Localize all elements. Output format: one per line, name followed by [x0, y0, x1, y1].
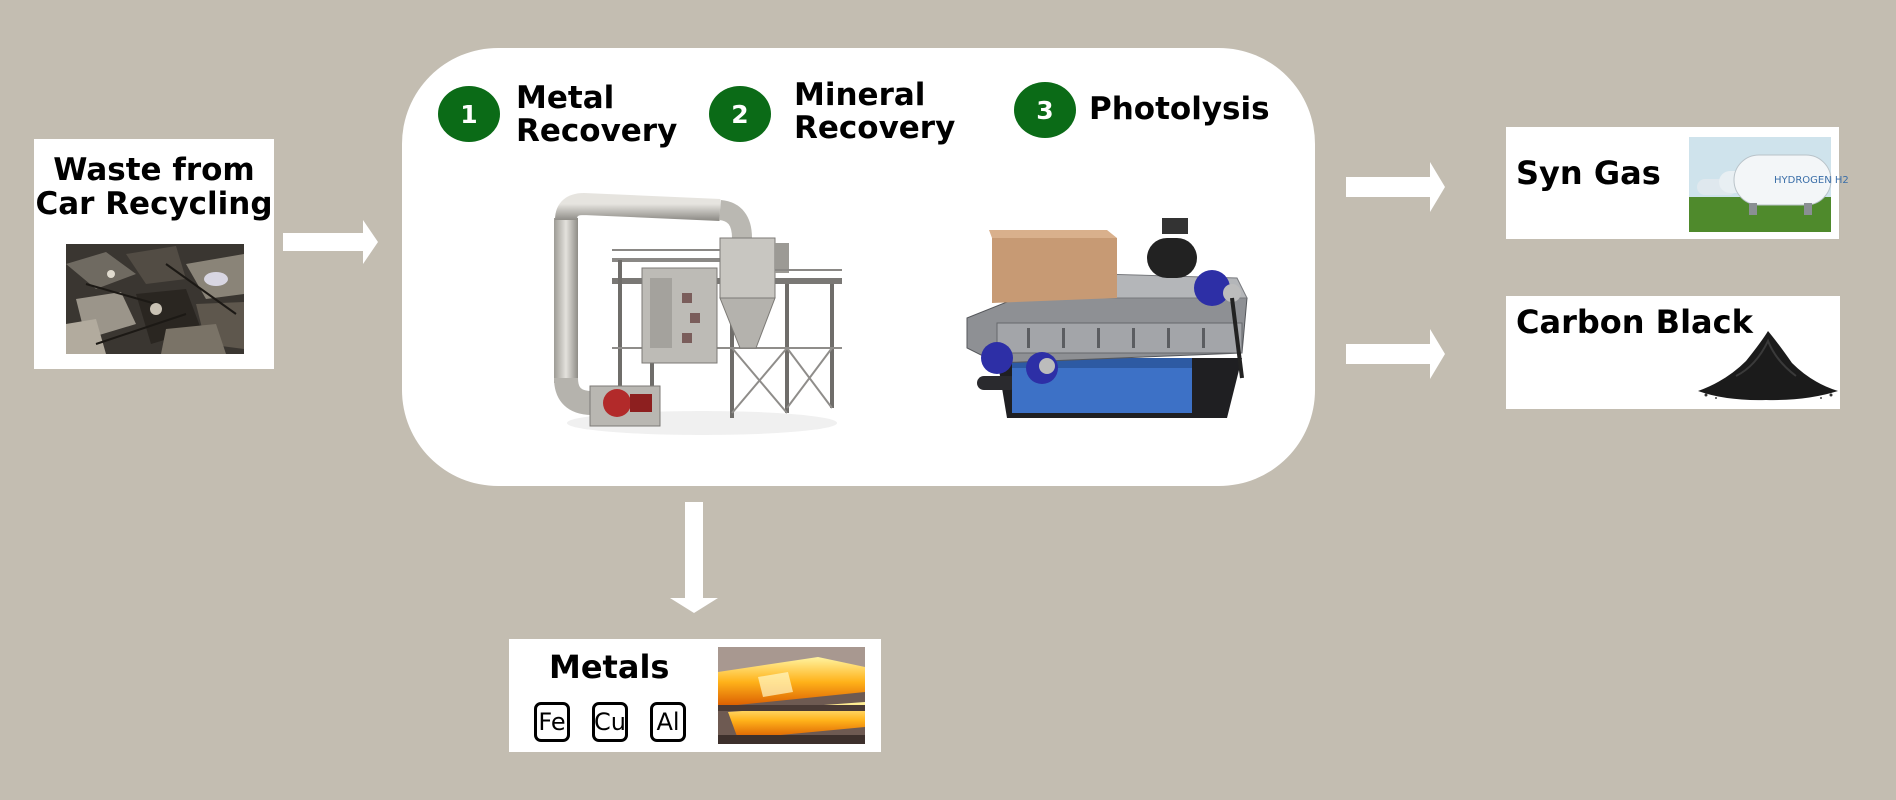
molten-metal-image	[718, 647, 865, 744]
carbon-black-label: Carbon Black	[1516, 303, 1753, 341]
waste-title-line1: Waste from	[53, 152, 255, 188]
step-1-line1: Metal	[516, 80, 615, 116]
step-3-badge: 3	[1014, 82, 1076, 138]
fe-element-icon: Fe	[534, 702, 570, 742]
step-1-line2: Recovery	[516, 113, 678, 149]
carbon-black-output-box: Carbon Black	[1506, 296, 1840, 409]
step-2-line2: Recovery	[794, 110, 956, 146]
step-1-label: Metal Recovery	[516, 82, 677, 148]
process-panel: 1 Metal Recovery 2 Mineral Recovery 3 Ph…	[402, 48, 1315, 486]
step-2-line1: Mineral	[794, 77, 926, 113]
arrow-to-syngas	[1346, 162, 1445, 212]
waste-debris-image	[66, 244, 244, 354]
step-1-badge: 1	[438, 86, 500, 142]
arrow-to-process	[283, 220, 378, 264]
hydrogen-tank-image: HYDROGEN H2	[1689, 137, 1849, 232]
waste-title-line2: Car Recycling	[35, 186, 273, 222]
arrow-to-metals	[670, 502, 718, 613]
waste-input-box: Waste from Car Recycling	[34, 139, 274, 369]
tank-label-text: HYDROGEN H2	[1774, 175, 1849, 186]
waste-input-title: Waste from Car Recycling	[34, 153, 274, 221]
metals-output-box: Metals Fe Cu Al	[509, 639, 881, 752]
step-2-badge: 2	[709, 86, 771, 142]
syngas-label: Syn Gas	[1516, 154, 1661, 192]
al-element-icon: Al	[650, 702, 686, 742]
carbon-black-powder-image	[1698, 331, 1838, 401]
photolysis-reactor-image	[966, 218, 1248, 418]
step-3-label: Photolysis	[1089, 91, 1270, 127]
cu-element-icon: Cu	[592, 702, 628, 742]
syngas-output-box: Syn Gas HYDROGEN H2	[1506, 127, 1849, 239]
metal-recovery-machine-image	[554, 192, 842, 435]
arrow-to-carbon-black	[1346, 329, 1445, 379]
step-2-label: Mineral Recovery	[794, 79, 955, 145]
metals-label: Metals	[549, 648, 670, 686]
